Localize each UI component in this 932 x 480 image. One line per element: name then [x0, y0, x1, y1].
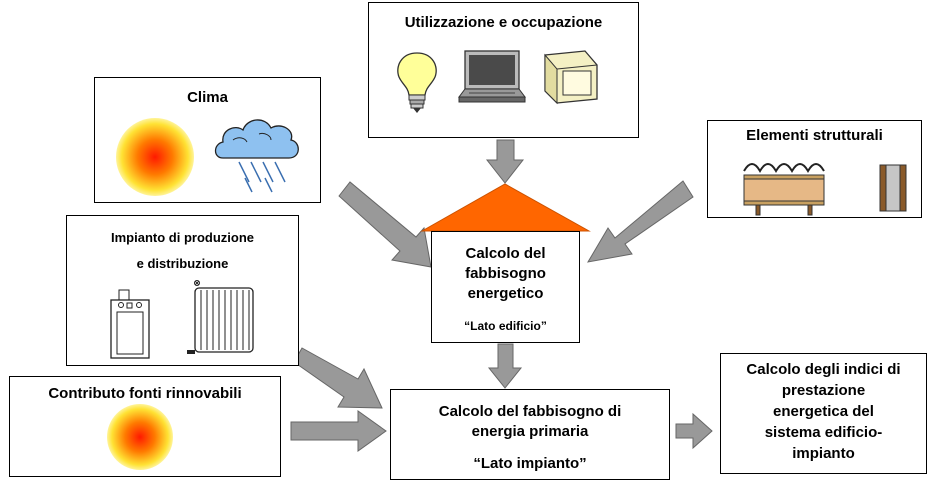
arrow-building-to-primary: [487, 343, 523, 389]
climate-icons: [116, 118, 299, 196]
structural-title: Elementi strutturali: [746, 127, 883, 144]
sun-icon: [107, 404, 173, 470]
usage-icons: [397, 50, 598, 113]
arrow-plant-to-primary: [293, 347, 383, 409]
structural-icons: [743, 163, 907, 216]
usage-box: Utilizzazione e occupazione: [368, 2, 639, 138]
arrow-renewables-to-primary: [290, 410, 387, 452]
roof-section-icon: [743, 163, 825, 216]
arrow-usage-to-building: [485, 139, 525, 184]
laptop-icon: [458, 50, 526, 103]
building-calc-subtitle: “Lato edificio”: [464, 319, 547, 333]
structural-box: Elementi strutturali: [707, 120, 922, 218]
renewables-icons: [107, 404, 173, 470]
light-bulb-icon: [397, 52, 437, 113]
indices-line1: Calcolo degli indici di: [746, 361, 901, 378]
building-calc-line3: energetico: [467, 285, 544, 302]
climate-title: Clima: [187, 89, 228, 106]
primary-calc-subtitle: “Lato impianto”: [473, 455, 587, 472]
primary-calc-line2: energia primaria: [471, 423, 589, 440]
arrow-climate-to-building: [338, 181, 432, 268]
indices-line5: impianto: [792, 445, 855, 462]
computer-monitor-icon: [544, 50, 598, 105]
wall-section-icon: [879, 164, 907, 212]
plant-title-line1: Impianto di produzione: [111, 230, 254, 245]
climate-box: Clima: [94, 77, 321, 203]
primary-calc-box: Calcolo del fabbisogno di energia primar…: [390, 389, 670, 480]
plant-icons: [110, 280, 254, 359]
boiler-icon: [110, 289, 150, 359]
storm-cloud-icon: [214, 119, 299, 193]
indices-box: Calcolo degli indici di prestazione ener…: [720, 353, 927, 474]
radiator-icon: [187, 280, 254, 354]
plant-title-line2: e distribuzione: [136, 256, 229, 271]
sun-icon: [116, 118, 194, 196]
indices-line4: sistema edificio-: [764, 424, 883, 441]
renewables-title: Contributo fonti rinnovabili: [48, 385, 242, 402]
building-calc-box: Calcolo del fabbisogno energetico “Lato …: [431, 231, 580, 343]
building-calc-line1: Calcolo del: [465, 245, 546, 262]
building-calc-line2: fabbisogno: [465, 265, 546, 282]
arrow-primary-to-indices: [675, 412, 713, 450]
plant-box: Impianto di produzione e distribuzione: [66, 215, 299, 366]
usage-title: Utilizzazione e occupazione: [404, 14, 603, 31]
indices-line2: prestazione: [781, 382, 866, 399]
primary-calc-line1: Calcolo del fabbisogno di: [438, 403, 622, 420]
arrow-structural-to-building: [587, 180, 694, 263]
renewables-box: Contributo fonti rinnovabili: [9, 376, 281, 477]
indices-line3: energetica del: [773, 403, 874, 420]
